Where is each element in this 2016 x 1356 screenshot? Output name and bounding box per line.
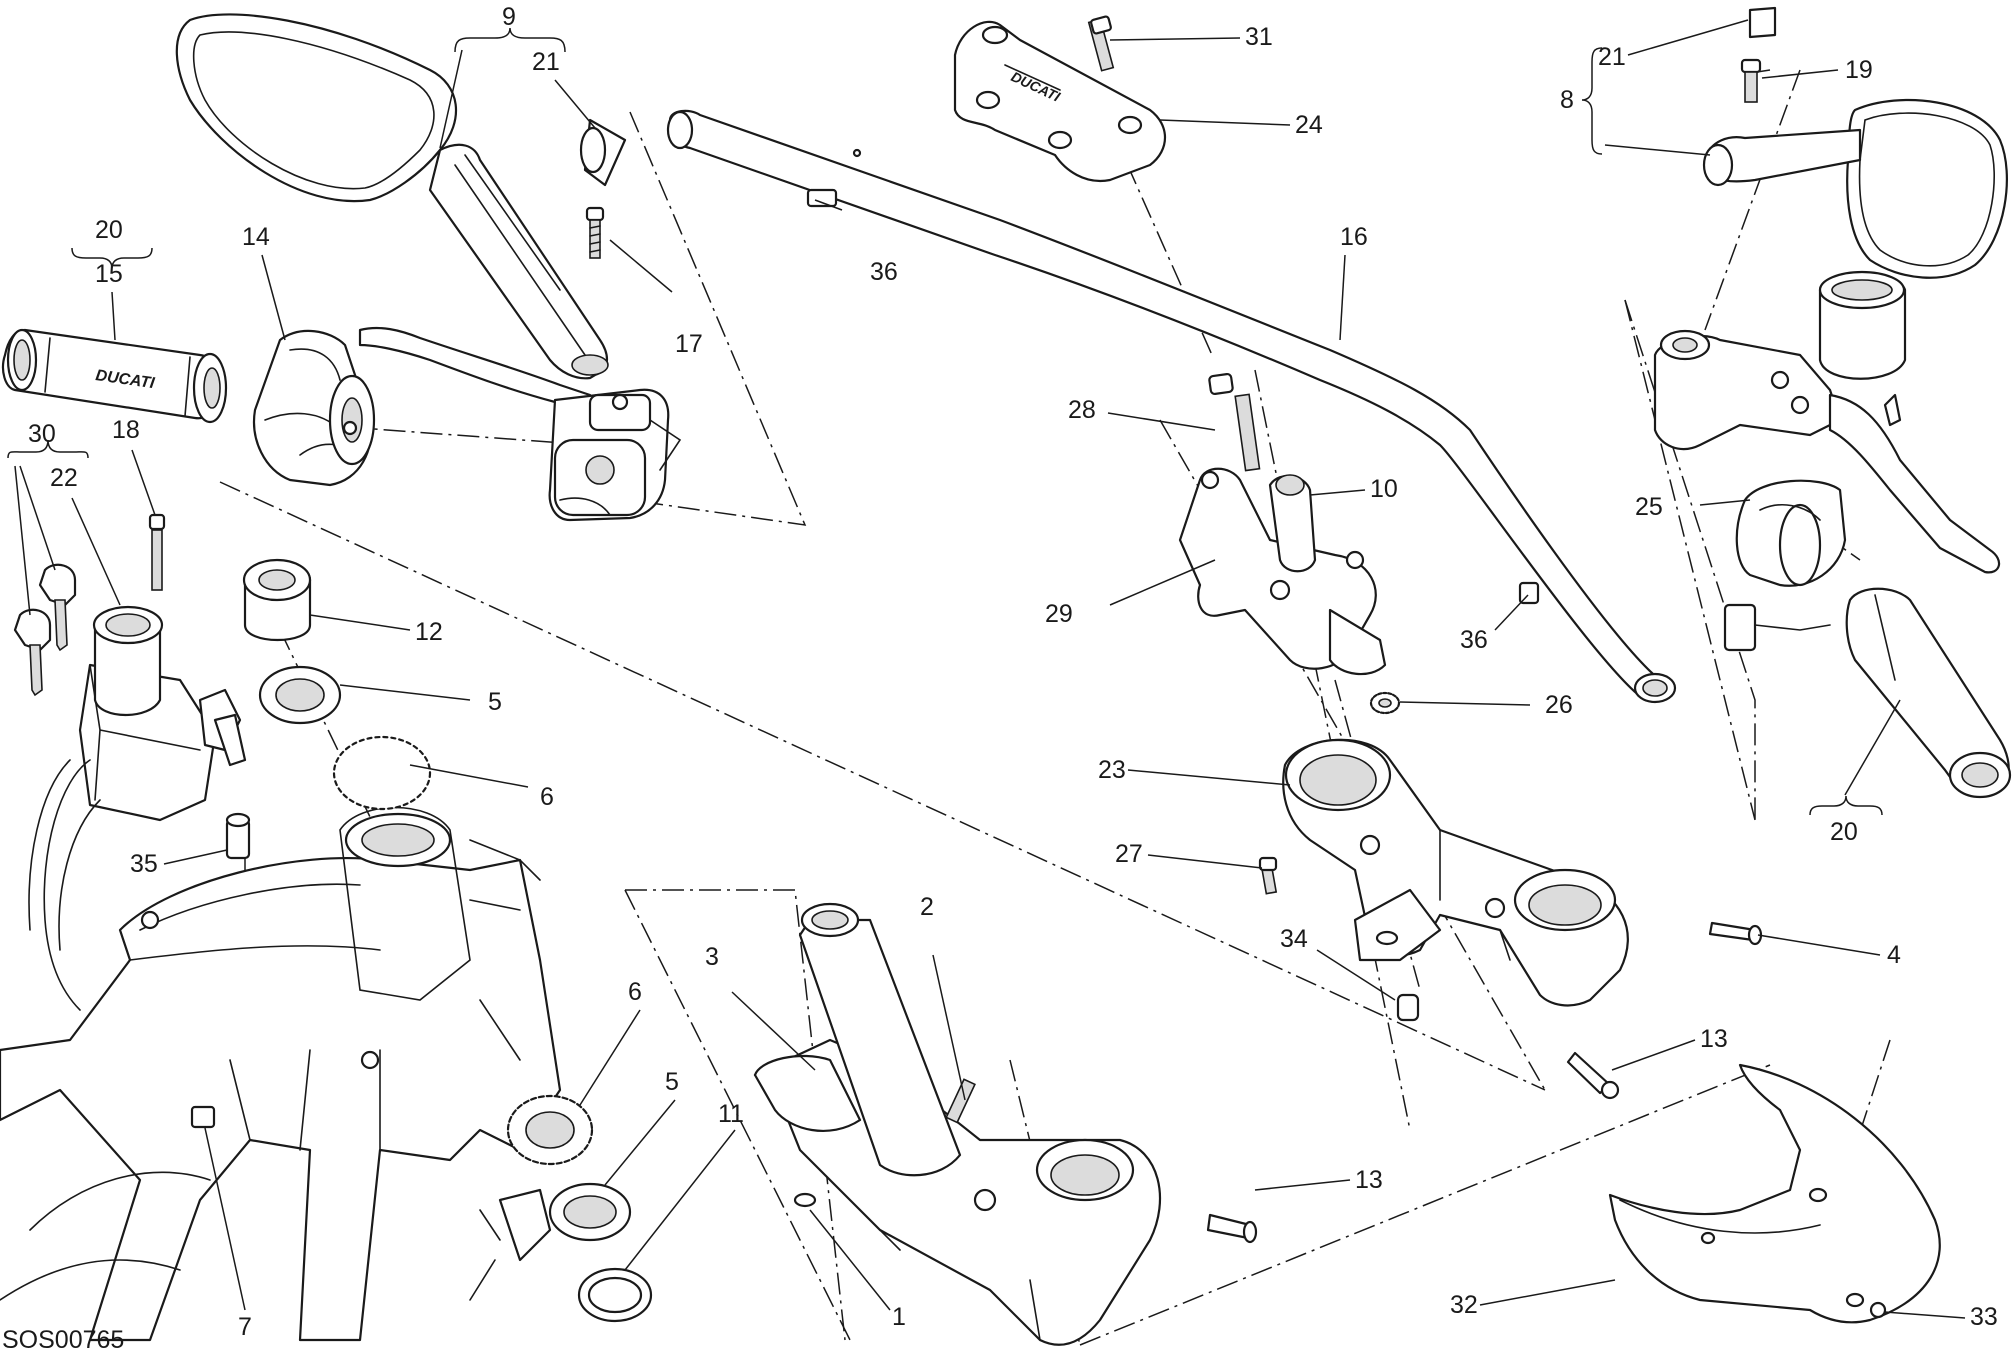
callout-5b: 5 bbox=[665, 1068, 679, 1096]
washer-icon bbox=[1369, 691, 1401, 715]
stem-bolt-icon bbox=[793, 1078, 1258, 1244]
callout-29: 29 bbox=[1045, 600, 1073, 628]
callout-18: 18 bbox=[112, 416, 140, 444]
callout-9: 9 bbox=[502, 3, 516, 31]
callout-32: 32 bbox=[1450, 1291, 1478, 1319]
steering-bearing-icon bbox=[242, 558, 432, 811]
ignition-switch-icon bbox=[28, 605, 247, 1011]
callout-36: 36 bbox=[870, 258, 898, 286]
callout-10: 10 bbox=[1370, 475, 1398, 503]
callout-11: 11 bbox=[718, 1100, 744, 1128]
callout-25: 25 bbox=[1635, 493, 1663, 521]
callout-12: 12 bbox=[415, 618, 443, 646]
callout-22: 22 bbox=[50, 464, 78, 492]
callout-7: 7 bbox=[238, 1313, 252, 1341]
callout-19: 19 bbox=[1845, 56, 1873, 84]
callout-15: 15 bbox=[95, 260, 123, 288]
callout-8: 8 bbox=[1560, 86, 1574, 114]
riser-icon bbox=[1178, 372, 1387, 676]
callout-23: 23 bbox=[1098, 756, 1126, 784]
callout-13b: 13 bbox=[1355, 1166, 1383, 1194]
callout-6: 6 bbox=[540, 783, 554, 811]
left-mirror-icon bbox=[175, 13, 609, 380]
callout-17: 17 bbox=[675, 330, 703, 358]
cover-screw-icon bbox=[1869, 1301, 1887, 1319]
leader-lines bbox=[7, 19, 1966, 1319]
yoke-bolt-icon bbox=[1258, 856, 1763, 1100]
callout-31: 31 bbox=[1245, 23, 1273, 51]
lower-bearing-icon bbox=[506, 1094, 653, 1323]
callout-20: 20 bbox=[95, 216, 123, 244]
frame-icon bbox=[0, 806, 562, 1342]
drawing-code: SOS00765 bbox=[2, 1326, 124, 1354]
callout-35: 35 bbox=[130, 850, 158, 878]
bar-end-plug-icon bbox=[579, 118, 627, 187]
callout-33: 33 bbox=[1970, 1303, 1998, 1331]
callout-13: 13 bbox=[1700, 1025, 1728, 1053]
handlebar-clamp-icon: DUCATI bbox=[953, 15, 1166, 183]
key-icon bbox=[13, 563, 77, 697]
left-grip-icon: DUCATI bbox=[1, 328, 228, 424]
callout-labels: 9 21 17 20 15 14 30 22 18 12 5 6 35 6 5 … bbox=[28, 3, 1998, 1341]
bolt-icon bbox=[148, 513, 166, 591]
callout-21: 21 bbox=[532, 48, 560, 76]
nut-icon bbox=[225, 812, 251, 860]
clutch-lever-icon bbox=[358, 326, 682, 522]
callout-34: 34 bbox=[1280, 925, 1308, 953]
screw-icon bbox=[585, 206, 605, 259]
callout-14: 14 bbox=[242, 223, 270, 251]
throttle-grip-icon bbox=[1723, 587, 2012, 799]
callout-21b: 21 bbox=[1598, 43, 1626, 71]
right-mirror-icon bbox=[1702, 6, 2008, 279]
lower-yoke-icon bbox=[753, 902, 1162, 1346]
callout-4: 4 bbox=[1887, 941, 1901, 969]
callout-1: 1 bbox=[892, 1303, 906, 1331]
callout-5: 5 bbox=[488, 688, 502, 716]
headlight-cover-icon bbox=[1608, 1063, 1941, 1324]
left-switch-icon bbox=[252, 329, 376, 487]
callout-24: 24 bbox=[1295, 111, 1323, 139]
callout-26: 26 bbox=[1545, 691, 1573, 719]
callout-27: 27 bbox=[1115, 840, 1143, 868]
callout-30: 30 bbox=[28, 420, 56, 448]
callout-16: 16 bbox=[1340, 223, 1368, 251]
callout-3: 3 bbox=[705, 943, 719, 971]
callout-28: 28 bbox=[1068, 396, 1096, 424]
callout-20b: 20 bbox=[1830, 818, 1858, 846]
clip-icon bbox=[190, 1105, 216, 1129]
right-switch-icon bbox=[1735, 479, 1847, 587]
brake-master-cylinder-icon bbox=[1653, 270, 2001, 574]
upper-yoke-icon bbox=[1282, 738, 1629, 1007]
callout-36b: 36 bbox=[1460, 626, 1488, 654]
handlebar-icon bbox=[666, 109, 1677, 704]
callout-2: 2 bbox=[920, 893, 934, 921]
callout-6b: 6 bbox=[628, 978, 642, 1006]
